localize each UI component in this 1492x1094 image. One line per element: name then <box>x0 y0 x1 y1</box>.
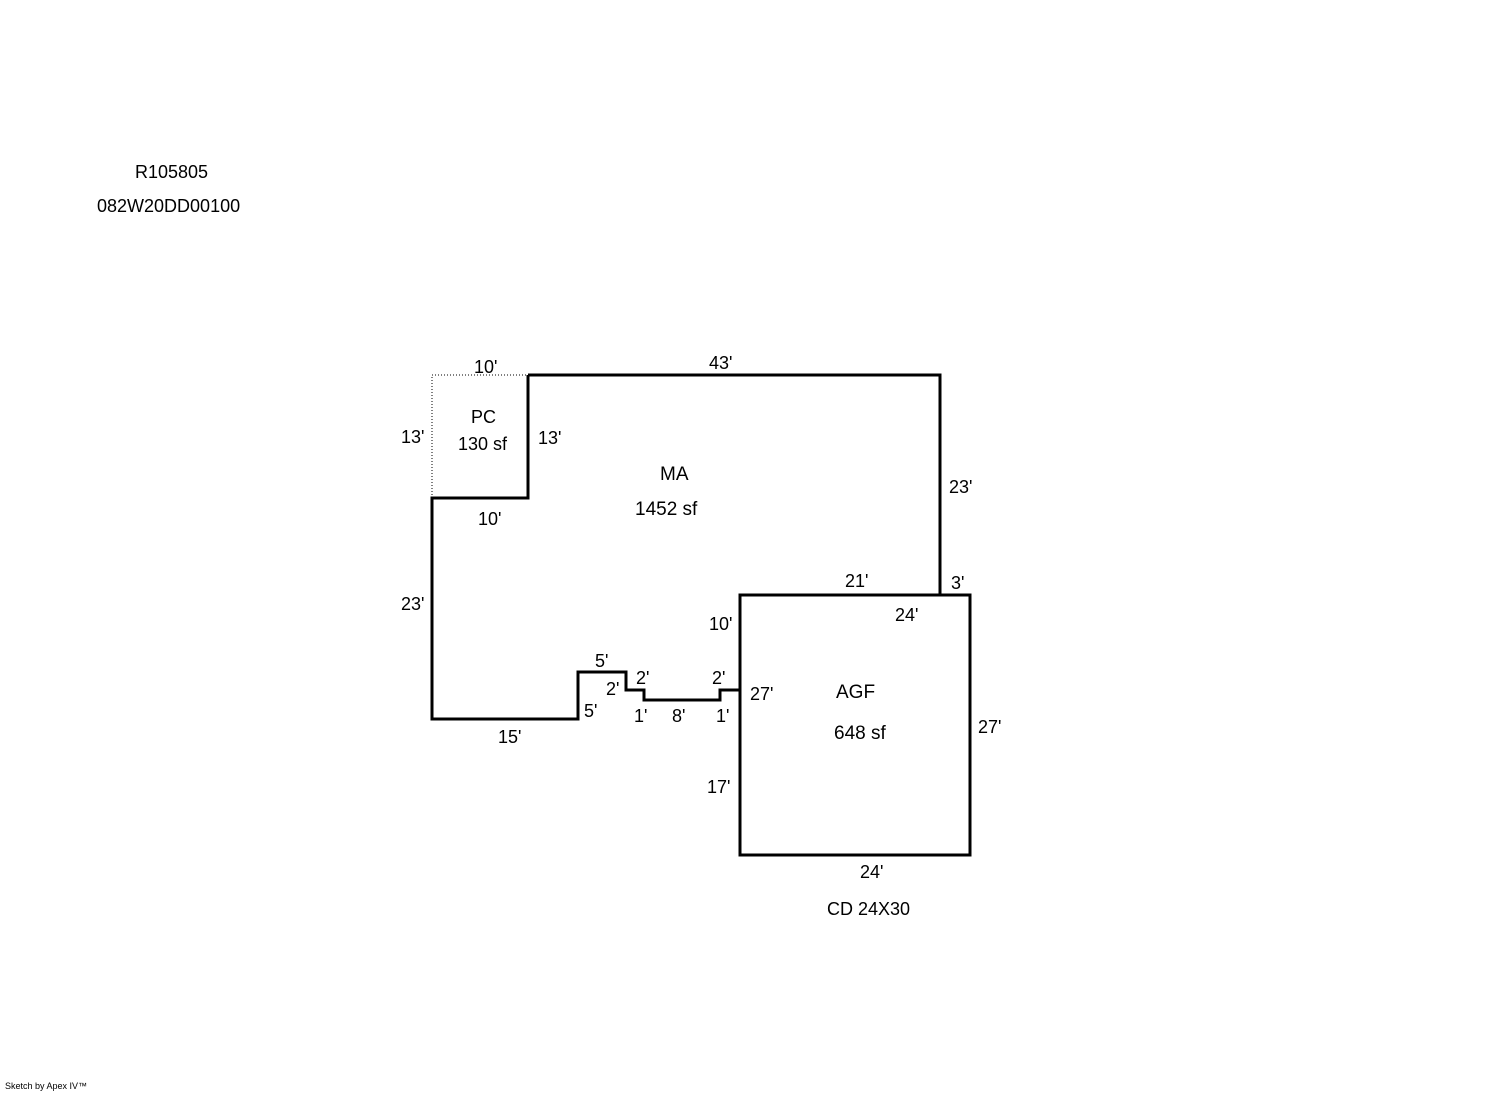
dim-agf-top-inner: 24' <box>895 605 918 625</box>
dim-agf-top-corner: 3' <box>951 573 964 593</box>
dim-ma-left: 23' <box>401 594 424 614</box>
dim-agf-left-upper: 10' <box>709 614 732 634</box>
dim-step-mid-right: 2' <box>712 668 725 688</box>
ma-area-label: 1452 sf <box>635 499 698 520</box>
agf-area-label: 648 sf <box>834 723 886 744</box>
dim-pc-top: 10' <box>474 357 497 377</box>
dim-step-run-left: 1' <box>634 706 647 726</box>
dim-ma-top: 43' <box>709 353 732 373</box>
dim-ma-bottom: 15' <box>498 727 521 747</box>
pc-outline <box>431 374 528 498</box>
parcel-id: 082W20DD00100 <box>97 196 241 216</box>
dim-pc-left: 13' <box>401 427 424 447</box>
pc-area-label: 130 sf <box>458 434 508 454</box>
agf-code-label: AGF <box>836 682 875 703</box>
dim-step-rise: 5' <box>584 701 597 721</box>
dim-step-drop: 2' <box>606 679 619 699</box>
agf-outline <box>738 593 972 857</box>
dim-agf-left-lower: 17' <box>707 777 730 797</box>
dim-agf-right: 27' <box>978 717 1001 737</box>
software-credit: Sketch by Apex IV™ <box>5 1081 88 1091</box>
account-id: R105805 <box>135 162 209 182</box>
ma-code-label: MA <box>660 464 689 485</box>
dim-ma-notch-bottom: 10' <box>478 509 501 529</box>
pc-code-label: PC <box>471 407 496 427</box>
dim-agf-left-inner: 27' <box>750 684 773 704</box>
dim-step-run-mid: 8' <box>672 706 685 726</box>
outbuilding-note: CD 24X30 <box>827 899 910 919</box>
dim-agf-top-shared: 21' <box>845 571 868 591</box>
ma-outline <box>430 373 942 721</box>
dim-pc-right: 13' <box>538 428 561 448</box>
dim-ma-right-upper: 23' <box>949 477 972 497</box>
dim-step-mid-left: 2' <box>636 668 649 688</box>
dim-step-run-right: 1' <box>716 706 729 726</box>
dim-agf-bottom: 24' <box>860 862 883 882</box>
dim-step-top: 5' <box>595 651 608 671</box>
